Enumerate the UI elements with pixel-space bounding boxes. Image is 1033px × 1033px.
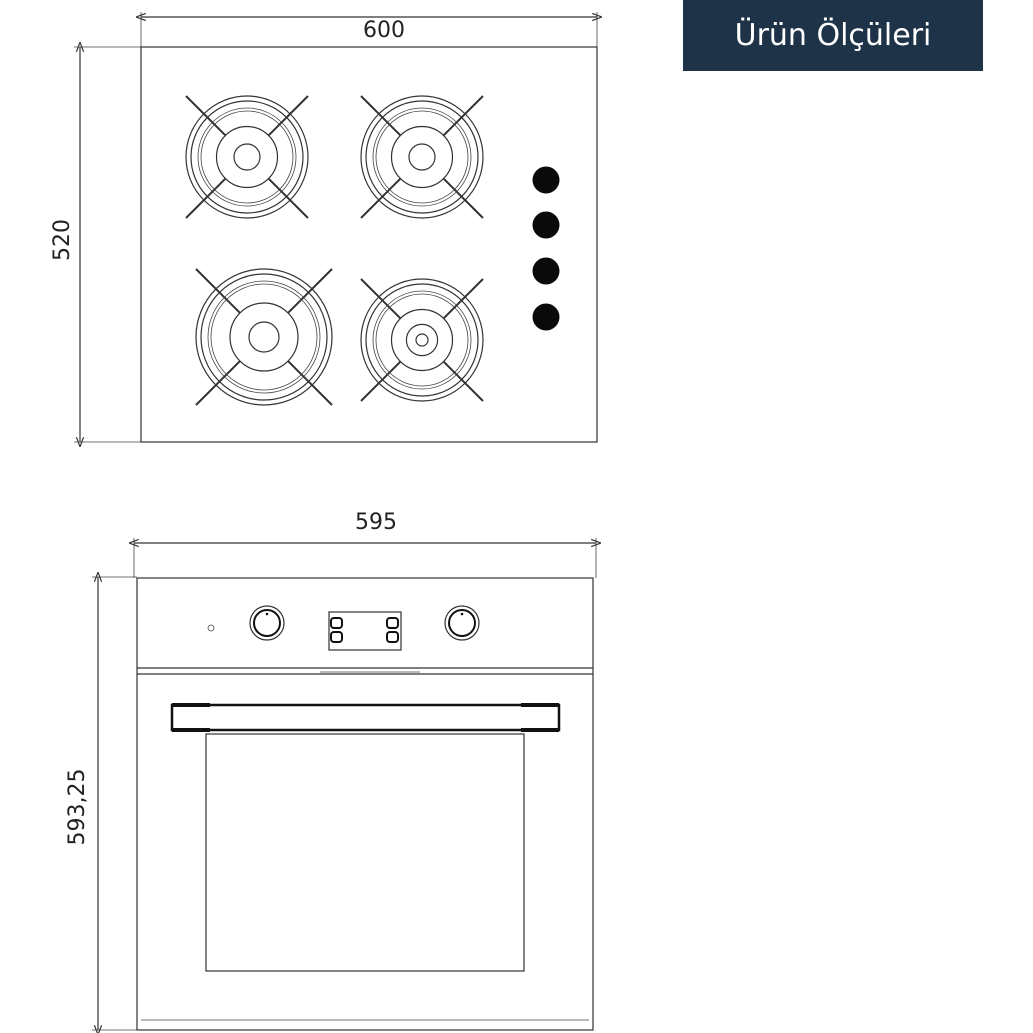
hob-depth-label: 520 xyxy=(50,219,75,261)
hob-knob-2 xyxy=(532,211,560,239)
grate-arm xyxy=(287,360,333,406)
hob-knob-3 xyxy=(532,257,560,285)
burner-2 xyxy=(360,95,484,219)
grate-arm xyxy=(185,178,226,219)
hob-knob-4 xyxy=(532,303,560,331)
grate-arm xyxy=(360,95,401,136)
grate-arm xyxy=(443,278,484,319)
oven-width-label: 595 xyxy=(355,510,397,535)
burner-1 xyxy=(185,95,309,219)
grate-arm xyxy=(443,361,484,402)
grate-arm xyxy=(443,95,484,136)
grate-arm xyxy=(195,360,241,406)
oven-outline xyxy=(136,577,594,1031)
grate-arm xyxy=(360,178,401,219)
grate-arm xyxy=(268,95,309,136)
grate-arm xyxy=(360,278,401,319)
hob-outline xyxy=(140,46,598,443)
oven-height-label: 593,25 xyxy=(65,769,90,846)
burner-3 xyxy=(195,268,333,406)
grate-arm xyxy=(268,178,309,219)
oven-knob-right xyxy=(444,605,480,641)
hob-width-label: 600 xyxy=(363,18,405,43)
hob-knobs xyxy=(532,166,560,331)
grate-arm xyxy=(287,268,333,314)
hob-drawing: 600 520 xyxy=(50,12,597,442)
grate-arm xyxy=(185,95,226,136)
oven-drawing: 595 593,25 xyxy=(65,510,596,1030)
door-handle xyxy=(170,703,561,732)
indicator-light xyxy=(207,624,215,632)
hob-knob-1 xyxy=(532,166,560,194)
product-dimensions-title: Ürün Ölçüleri xyxy=(683,0,983,71)
grate-arm xyxy=(195,268,241,314)
grate-arm xyxy=(360,361,401,402)
grate-arm xyxy=(443,178,484,219)
burners xyxy=(185,95,484,406)
burner-4 xyxy=(360,278,484,402)
timer-display xyxy=(328,611,402,651)
oven-window xyxy=(205,733,525,972)
oven-knob-left xyxy=(249,605,285,641)
